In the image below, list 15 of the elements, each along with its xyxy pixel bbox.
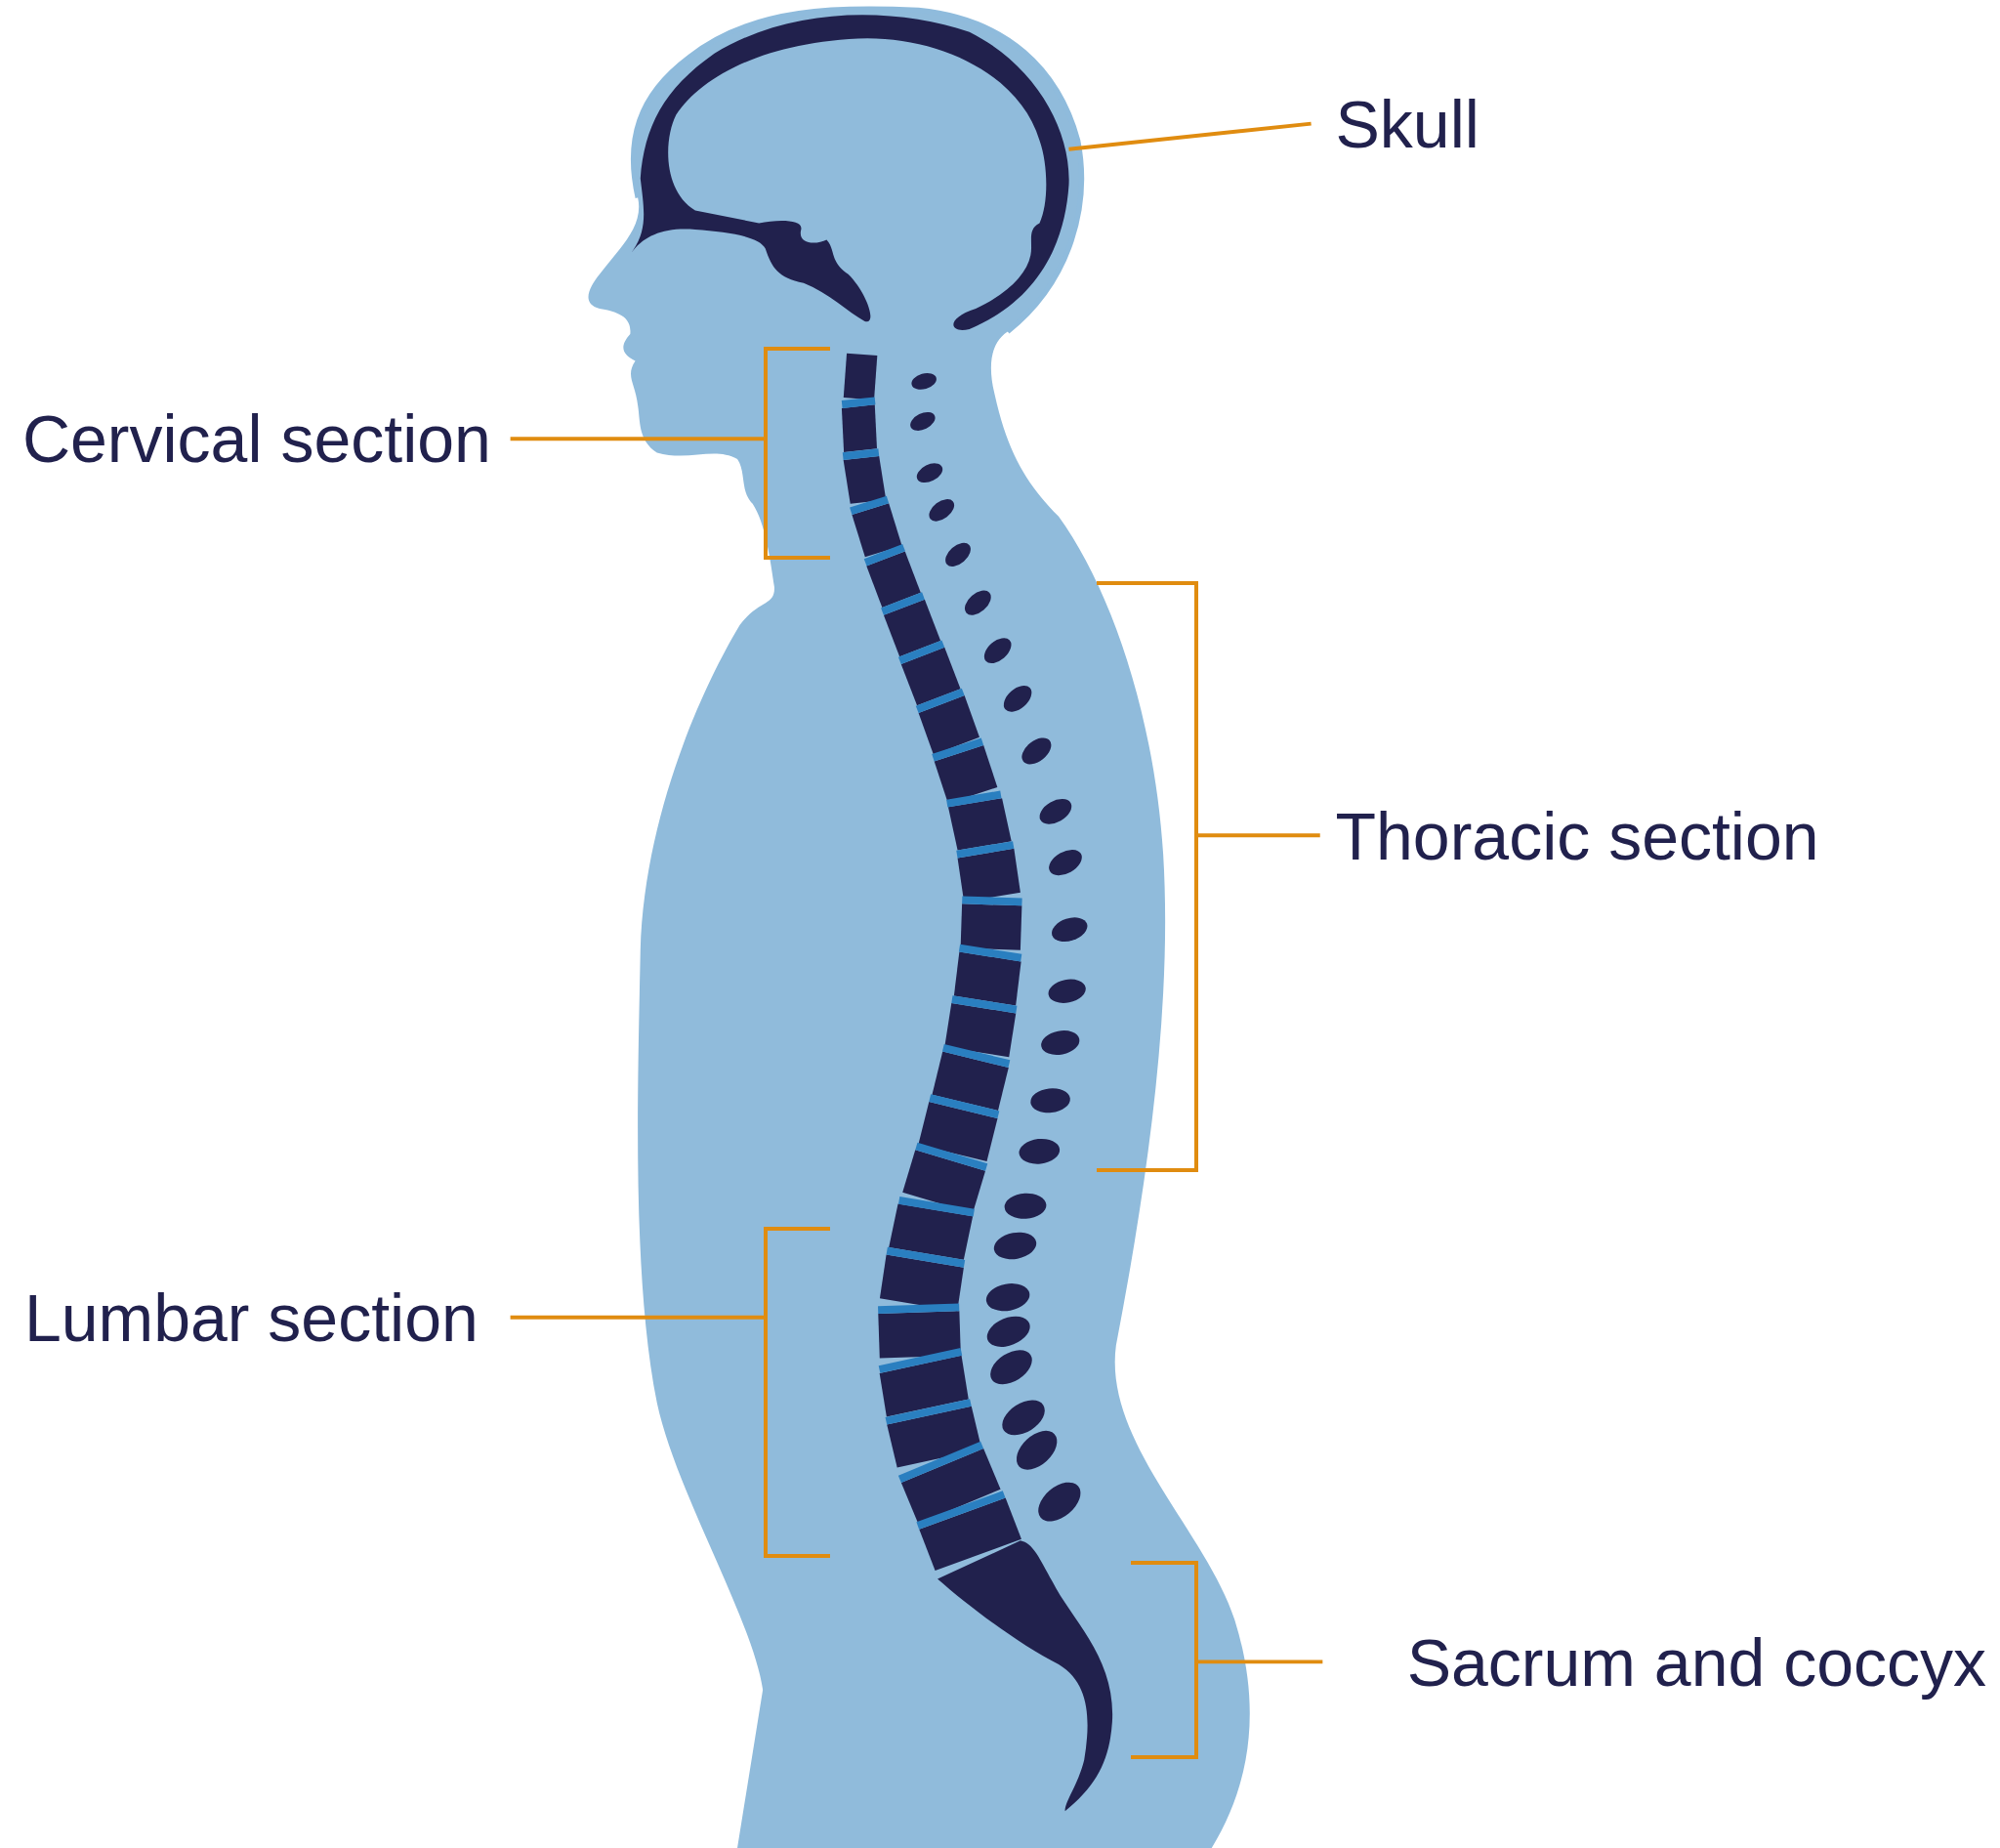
bracket [1096, 580, 1199, 1172]
leader-line [1196, 1659, 1323, 1664]
part-label: Thoracic section [1319, 796, 1819, 875]
skull-drawing [631, 15, 1069, 330]
leader-line [510, 1315, 766, 1320]
part-label: Skull [1311, 84, 1479, 163]
leader-line [1068, 121, 1312, 151]
part-label: Cervical section [21, 399, 511, 479]
leader-line [1196, 833, 1320, 838]
bracket [763, 1226, 830, 1559]
part-label: Sacrum and coccyx [1322, 1622, 1986, 1701]
leader-line [510, 437, 766, 441]
part-label: Lumbar section [23, 1279, 511, 1358]
bracket [763, 346, 830, 560]
bracket [1130, 1561, 1199, 1759]
